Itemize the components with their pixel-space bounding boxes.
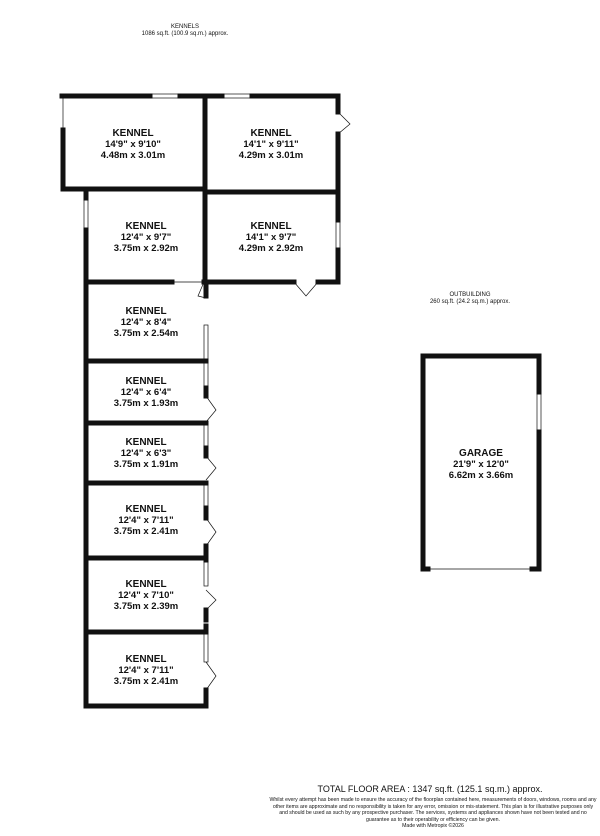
window-col-1 <box>203 324 209 360</box>
room-metric: 3.75m x 2.41m <box>113 526 179 537</box>
door-col-5 <box>205 589 217 611</box>
room-metric: 4.29m x 3.01m <box>238 150 304 161</box>
room-kennel-5: KENNEL 12'4" x 8'4" 3.75m x 2.54m <box>90 306 202 339</box>
kennels-title: KENNELS <box>170 24 199 30</box>
door-col-6 <box>205 661 217 691</box>
room-imperial: 12'4" x 6'3" <box>120 448 172 459</box>
room-name: KENNEL <box>125 221 167 232</box>
room-imperial: 12'4" x 9'7" <box>120 232 172 243</box>
room-kennel-2: KENNEL 14'1" x 9'11" 4.29m x 3.01m <box>212 128 330 161</box>
room-imperial: 21'9" x 12'0" <box>453 459 509 470</box>
garage-wall-left <box>420 353 431 572</box>
room-imperial: 14'9" x 9'10" <box>105 139 161 150</box>
window-col-6 <box>203 633 209 663</box>
door-right-top <box>337 111 351 135</box>
total-floor-area: TOTAL FLOOR AREA : 1347 sq.ft. (125.1 sq… <box>317 784 543 794</box>
credit-text: Made with Metropix ©2026 <box>402 823 464 830</box>
room-metric: 6.62m x 3.66m <box>448 470 514 481</box>
room-metric: 3.75m x 1.93m <box>113 398 179 409</box>
door-col-3 <box>205 455 217 481</box>
room-imperial: 12'4" x 7'11" <box>118 665 174 676</box>
room-name: KENNEL <box>125 306 167 317</box>
outbuilding-area: 260 sq.ft. (24.2 sq.m.) approx. <box>429 299 511 305</box>
door-col-2 <box>205 395 217 423</box>
room-garage: GARAGE 21'9" x 12'0" 6.62m x 3.66m <box>430 448 532 481</box>
outbuilding-caption: OUTBUILDING 260 sq.ft. (24.2 sq.m.) appr… <box>410 292 530 306</box>
window-top-1 <box>149 93 181 99</box>
window-left-col-top <box>83 197 89 231</box>
window-top-2 <box>221 93 253 99</box>
room-name: KENNEL <box>112 128 154 139</box>
room-imperial: 12'4" x 6'4" <box>120 387 172 398</box>
room-name: KENNEL <box>125 654 167 665</box>
room-metric: 4.29m x 2.92m <box>238 243 304 254</box>
disclaimer: Whilst every attempt has been made to en… <box>268 797 598 830</box>
room-kennel-6: KENNEL 12'4" x 6'4" 3.75m x 1.93m <box>90 376 202 409</box>
room-name: GARAGE <box>459 448 503 459</box>
room-imperial: 12'4" x 7'11" <box>118 515 174 526</box>
room-imperial: 12'4" x 8'4" <box>120 317 172 328</box>
room-kennel-4: KENNEL 14'1" x 9'7" 4.29m x 2.92m <box>212 221 330 254</box>
disclaimer-text: Whilst every attempt has been made to en… <box>269 797 597 823</box>
window-col-2 <box>203 362 209 389</box>
room-kennel-3: KENNEL 12'4" x 9'7" 3.75m x 2.92m <box>90 221 202 254</box>
kennels-area: 1086 sq.ft. (100.9 sq.m.) approx. <box>141 31 229 37</box>
room-kennel-9: KENNEL 12'4" x 7'10" 3.75m x 2.39m <box>90 579 202 612</box>
wall-left-upper <box>60 127 89 192</box>
room-kennel-8: KENNEL 12'4" x 7'11" 3.75m x 2.41m <box>90 504 202 537</box>
window-col-5 <box>203 559 209 587</box>
room-name: KENNEL <box>125 504 167 515</box>
room-metric: 3.75m x 2.39m <box>113 601 179 612</box>
garage-wall-top <box>420 353 542 395</box>
window-col-4 <box>203 484 209 509</box>
room-name: KENNEL <box>125 437 167 448</box>
room-metric: 4.48m x 3.01m <box>100 150 166 161</box>
room-imperial: 12'4" x 7'10" <box>118 590 174 601</box>
room-imperial: 14'1" x 9'7" <box>245 232 297 243</box>
outbuilding-title: OUTBUILDING <box>449 292 491 298</box>
wall-right-lower <box>315 247 341 285</box>
window-right-mid <box>335 219 341 251</box>
door-col-4 <box>205 517 217 547</box>
room-name: KENNEL <box>125 376 167 387</box>
room-metric: 3.75m x 2.54m <box>113 328 179 339</box>
kennels-caption: KENNELS 1086 sq.ft. (100.9 sq.m.) approx… <box>120 24 250 38</box>
room-imperial: 14'1" x 9'11" <box>243 139 299 150</box>
room-kennel-1: KENNEL 14'9" x 9'10" 4.48m x 3.01m <box>74 128 192 161</box>
room-kennel-7: KENNEL 12'4" x 6'3" 3.75m x 1.91m <box>90 437 202 470</box>
room-name: KENNEL <box>125 579 167 590</box>
room-kennel-10: KENNEL 12'4" x 7'11" 3.75m x 2.41m <box>90 654 202 687</box>
door-bottom <box>293 281 319 297</box>
door-col-1 <box>172 281 207 299</box>
room-name: KENNEL <box>250 128 292 139</box>
window-garage-right <box>536 391 542 433</box>
room-metric: 3.75m x 1.91m <box>113 459 179 470</box>
room-metric: 3.75m x 2.41m <box>113 676 179 687</box>
wall-left-col <box>83 227 209 709</box>
room-name: KENNEL <box>250 221 292 232</box>
garage-wall-right <box>529 429 542 572</box>
window-col-3 <box>203 424 209 449</box>
room-metric: 3.75m x 2.92m <box>113 243 179 254</box>
